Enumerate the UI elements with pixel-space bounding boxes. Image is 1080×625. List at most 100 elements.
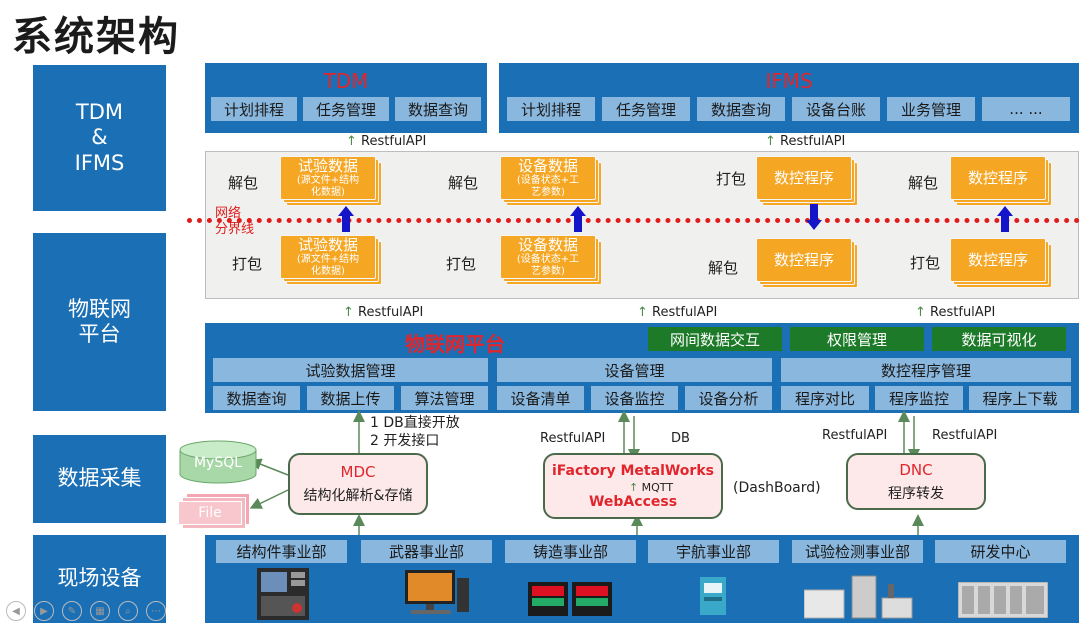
group-title-cnc[interactable]: 数控程序管理 — [781, 358, 1071, 382]
ifms-item[interactable]: 任务管理 — [602, 97, 690, 121]
dnc-title: DNC — [899, 460, 933, 479]
stack-sub: 艺参数) — [531, 266, 565, 277]
green-item[interactable]: 网间数据交互 — [648, 327, 782, 351]
tdm-item[interactable]: 数据查询 — [395, 97, 481, 121]
down-arrow-icon — [806, 204, 822, 230]
green-item[interactable]: 权限管理 — [790, 327, 924, 351]
cnc-stack-upper-1: 数控程序 — [756, 156, 858, 206]
pack-label: 打包 — [446, 255, 477, 273]
plc-rack-image — [958, 582, 1048, 618]
stack-sub: 化数据) — [311, 187, 345, 198]
mdc-title: MDC — [340, 463, 376, 481]
ifms-item[interactable]: 计划排程 — [507, 97, 595, 121]
restful-ifms-label: ↑ RestfulAPI — [765, 134, 846, 149]
ifms-item[interactable]: ... ... — [982, 97, 1070, 121]
unpack-label: 解包 — [708, 259, 739, 277]
slides-icon[interactable]: ▦ — [90, 601, 110, 621]
group-item[interactable]: 程序上下载 — [969, 386, 1071, 410]
group-title-device[interactable]: 设备管理 — [497, 358, 772, 382]
tdm-panel: TDM 计划排程 任务管理 数据查询 — [205, 63, 487, 133]
pack-label: 打包 — [910, 254, 941, 272]
group-item[interactable]: 程序监控 — [875, 386, 963, 410]
stack-sub: (源文件+结构 — [296, 254, 360, 265]
dnc-box[interactable]: DNC 程序转发 — [846, 453, 986, 510]
dashboard-label: (DashBoard) — [733, 480, 821, 496]
group-item[interactable]: 数据上传 — [307, 386, 394, 410]
restful-ifactory-label: RestfulAPI — [540, 431, 606, 446]
network-boundary-line — [187, 218, 1080, 223]
group-item[interactable]: 设备监控 — [591, 386, 678, 410]
tdm-item[interactable]: 任务管理 — [303, 97, 389, 121]
next-icon[interactable]: ▶ — [34, 601, 54, 621]
department-item[interactable]: 铸造事业部 — [505, 540, 636, 563]
restful-label: RestfulAPI — [361, 134, 427, 149]
tdm-title: TDM — [323, 69, 369, 93]
zoom-icon[interactable]: ⌕ — [118, 601, 138, 621]
ifactory-box[interactable]: iFactory MetalWorks ↑ MQTT WebAccess — [543, 453, 723, 519]
group-item[interactable]: 程序对比 — [781, 386, 869, 410]
ifms-item[interactable]: 设备台账 — [792, 97, 880, 121]
department-item[interactable]: 宇航事业部 — [648, 540, 779, 563]
stack-title: 设备数据 — [517, 157, 578, 175]
ifms-item[interactable]: 数据查询 — [697, 97, 785, 121]
iot-platform-title: 物联网平台 — [405, 332, 505, 356]
device-data-stack-upper: 设备数据(设备状态+工艺参数) — [500, 156, 602, 206]
mdc-box[interactable]: MDC 结构化解析&存储 — [288, 453, 428, 515]
previous-icon[interactable]: ◀ — [6, 601, 26, 621]
stack-title: 数控程序 — [773, 251, 834, 269]
layer-iot: 物联网 平台 — [33, 233, 166, 411]
pack-label: 打包 — [716, 170, 747, 188]
more-icon[interactable]: ⋯ — [146, 601, 166, 621]
group-item[interactable]: 设备分析 — [685, 386, 772, 410]
department-item[interactable]: 试验检测事业部 — [792, 540, 923, 563]
ifms-title: IFMS — [765, 69, 813, 93]
mysql-label: MySQL — [193, 455, 243, 471]
group-title-test[interactable]: 试验数据管理 — [213, 358, 488, 382]
unpack-label: 解包 — [228, 174, 259, 192]
test-data-stack-upper: 试验数据(源文件+结构化数据) — [280, 156, 382, 206]
network-label-line1: 网络 — [215, 206, 242, 221]
stack-title: 试验数据 — [297, 236, 358, 254]
layer-tdm-ifms: TDM & IFMS — [33, 65, 166, 211]
up-arrow-icon — [338, 206, 354, 232]
mqtt-label: ↑ MQTT — [628, 480, 674, 494]
department-item[interactable]: 研发中心 — [935, 540, 1066, 563]
stack-sub: (设备状态+工 — [516, 175, 580, 186]
department-item[interactable]: 结构件事业部 — [216, 540, 347, 563]
mqtt-text: MQTT — [641, 480, 674, 494]
mysql-database-icon — [179, 440, 257, 484]
temperature-controller-image — [528, 582, 612, 616]
restful-label: RestfulAPI — [780, 134, 846, 149]
ifms-panel: IFMS 计划排程 任务管理 数据查询 设备台账 业务管理 ... ... — [499, 63, 1079, 133]
restful-cnc-label: ↑ RestfulAPI — [915, 305, 996, 320]
network-boundary-label: 网络 分界线 — [215, 206, 254, 238]
network-label-line2: 分界线 — [215, 222, 255, 237]
cnc-controller-image — [257, 568, 309, 620]
department-item[interactable]: 武器事业部 — [361, 540, 492, 563]
mdc-subtitle: 结构化解析&存储 — [303, 488, 413, 504]
ifactory-title: iFactory MetalWorks — [552, 462, 714, 479]
group-item[interactable]: 数据查询 — [213, 386, 300, 410]
db-note-1: 1 DB直接开放 — [370, 415, 460, 431]
green-item[interactable]: 数据可视化 — [932, 327, 1066, 351]
pen-icon[interactable]: ✎ — [62, 601, 82, 621]
ifms-item[interactable]: 业务管理 — [887, 97, 975, 121]
device-data-stack-lower: 设备数据(设备状态+工艺参数) — [500, 235, 602, 285]
restful-label: RestfulAPI — [652, 305, 718, 320]
group-item[interactable]: 设备清单 — [497, 386, 584, 410]
test-data-stack-lower: 试验数据(源文件+结构化数据) — [280, 235, 382, 285]
page-title: 系统架构 — [12, 14, 180, 60]
stack-title: 试验数据 — [297, 157, 358, 175]
pack-label: 打包 — [232, 255, 263, 273]
db-notes: 1 DB直接开放 2 开发接口 — [370, 414, 460, 450]
file-label: File — [198, 505, 222, 521]
stack-sub: 化数据) — [311, 266, 345, 277]
webaccess-label: WebAccess — [588, 493, 678, 510]
group-item[interactable]: 算法管理 — [401, 386, 488, 410]
up-arrow-icon — [570, 206, 586, 232]
connector-lines — [249, 410, 924, 538]
tdm-item[interactable]: 计划排程 — [211, 97, 297, 121]
workstation-image — [405, 570, 469, 614]
restful-test-label: ↑ RestfulAPI — [343, 305, 424, 320]
test-instrument-image — [804, 575, 913, 619]
